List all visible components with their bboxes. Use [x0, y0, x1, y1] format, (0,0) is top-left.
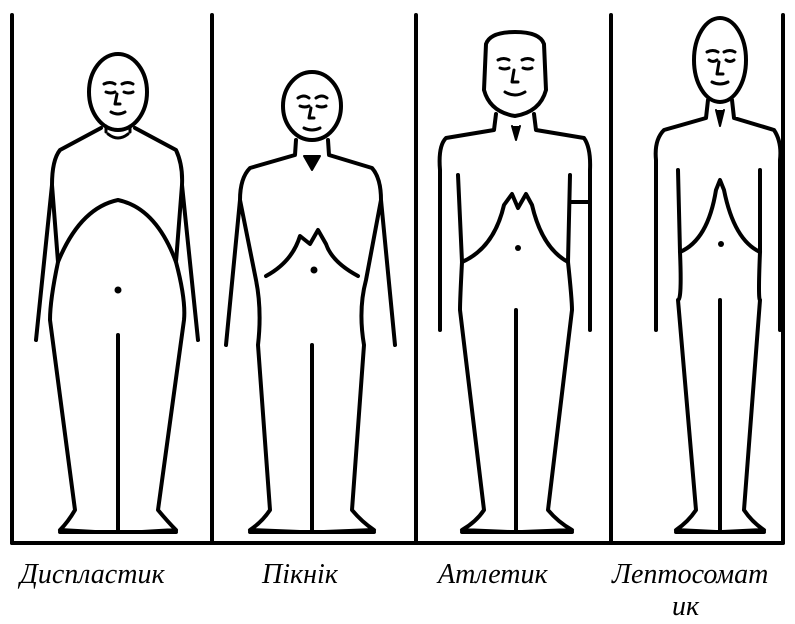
dysplastic-face: [104, 83, 133, 115]
athletic-face: [498, 59, 533, 96]
dysplastic-navel: [115, 287, 122, 294]
leptosomatic-navel: [718, 241, 724, 247]
leptosomatic-face: [707, 51, 735, 85]
athletic-navel: [515, 245, 521, 251]
caption-leptosomatic-line-1: Лептосомат: [612, 558, 768, 592]
caption-athletic: Атлетик: [438, 558, 548, 592]
picnic-neck-mark: [304, 156, 320, 170]
athletic-head: [484, 32, 546, 116]
athletic-figure: [440, 32, 591, 532]
dysplastic-head: [89, 54, 147, 130]
picnic-figure: [226, 72, 395, 532]
dysplastic-figure: [36, 54, 198, 532]
athletic-neck-mark: [512, 126, 520, 140]
caption-picnic: Пікнік: [262, 558, 338, 592]
picnic-face: [298, 96, 327, 130]
leptosomatic-head: [694, 18, 746, 102]
leptosomatic-neck-mark: [716, 110, 724, 126]
leptosomatic-figure: [656, 18, 781, 532]
picnic-navel: [311, 267, 318, 274]
body-types-figure: [0, 0, 795, 550]
caption-dysplastic: Диспластик: [20, 558, 165, 592]
caption-leptosomatic-line-2: ик: [672, 590, 699, 624]
athletic-chest-arc: [462, 194, 568, 262]
dysplastic-chest-arc: [58, 200, 176, 262]
